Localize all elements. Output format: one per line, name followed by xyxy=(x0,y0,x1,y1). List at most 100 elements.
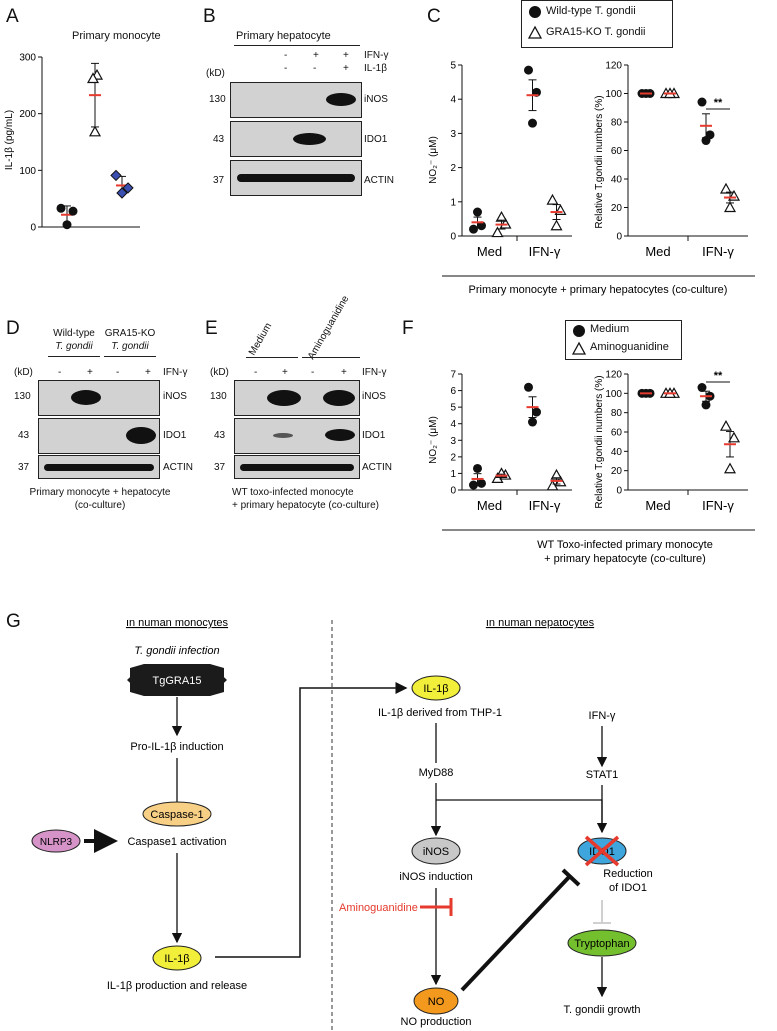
panel-d-group2-line xyxy=(104,356,156,357)
panel-g-left-header: In human monocytes xyxy=(126,620,229,629)
panel-g-infection: T. gondii infection xyxy=(134,645,219,657)
panel-g-nlrp3-label: NLRP3 xyxy=(40,837,73,848)
panel-g-no-production: NO production xyxy=(401,1016,472,1028)
panel-b-kd: (kD) xyxy=(206,68,225,79)
panel-c-caption: Primary monocyte + primary hepatocytes (… xyxy=(469,284,728,296)
panel-c-left-point xyxy=(524,65,533,75)
panel-c-chart: NO₂⁻ (μM) Relative T.gondii numbers (%) … xyxy=(428,61,755,296)
panel-g-il1b-node xyxy=(152,945,202,971)
panel-g-inhibit-no-bar xyxy=(561,868,581,887)
panel-e-kd: (kD) xyxy=(210,367,229,378)
panel-c-right-y-tick-label: 120 xyxy=(605,61,622,72)
panel-f-caption-1: WT Toxo-infected primary monocyte xyxy=(537,539,713,551)
panel-a-title: Primary monocyte xyxy=(72,30,161,42)
panel-g-ifng: IFN-γ xyxy=(589,710,616,722)
panel-g-il1b2-node xyxy=(411,675,461,701)
panel-f-left-y-tick-label: 2 xyxy=(450,452,456,463)
panel-c-right-point xyxy=(723,201,737,213)
panel-b-name-3: ACTIN xyxy=(364,175,394,186)
panel-b-name-1: iNOS xyxy=(364,94,388,105)
panel-f-legend: Medium Aminoguanidine xyxy=(565,320,682,360)
panel-f-right-ylabel: Relative T.gondii numbers (%) xyxy=(594,375,605,508)
panel-f-left-y-tick-label: 1 xyxy=(450,469,456,480)
panel-c-left-y-tick-label: 3 xyxy=(450,129,456,140)
panel-f-right-point xyxy=(701,400,711,410)
panel-e-mw-2: 43 xyxy=(214,430,226,441)
panel-a-point xyxy=(62,220,72,230)
panel-e-caption-2: + primary hepatocyte (co-culture) xyxy=(232,500,380,511)
panel-f-right-y-tick-label: 20 xyxy=(611,466,623,477)
panel-letter-d: D xyxy=(6,318,20,339)
panel-g-il1b-thp: IL-1β derived from THP-1 xyxy=(378,707,502,719)
panel-f-right-y-tick-label: 80 xyxy=(611,408,623,419)
panel-g-tryptophan-node xyxy=(567,929,637,957)
panel-c-legend: Wild-type T. gondii GRA15-KO T. gondii xyxy=(521,0,673,48)
panel-b-band-inos xyxy=(326,93,356,106)
panel-d-blot-ido1 xyxy=(38,418,160,454)
panel-a-point xyxy=(110,169,122,182)
panel-a-ylabel: IL-1β (pg/mL) xyxy=(4,110,15,170)
panel-f-left-point xyxy=(528,417,537,427)
panel-a-y-tick-label: 100 xyxy=(19,166,36,177)
panel-e-name-1: iNOS xyxy=(362,391,386,402)
panel-g-stat1: STAT1 xyxy=(586,769,619,781)
panel-b-band-ido1 xyxy=(293,133,326,145)
panel-d-mw-2: 43 xyxy=(18,430,30,441)
panel-e-name-3: ACTIN xyxy=(362,462,392,473)
panel-e-caption-1: WT toxo-infected monocyte xyxy=(232,487,354,498)
panel-e-band-inos-2 xyxy=(323,390,355,406)
panel-b-row1-label: IFN-γ xyxy=(364,50,389,61)
panel-f-left-ylabel: NO₂⁻ (μM) xyxy=(428,416,439,464)
panel-letter-c: C xyxy=(427,6,441,27)
panel-g-ido1-reduction-1: Reduction xyxy=(603,868,653,880)
panel-b-blot-actin xyxy=(230,160,362,196)
panel-f-left-y-tick-label: 5 xyxy=(450,403,456,414)
panel-b-r2-s2: - xyxy=(313,63,317,74)
panel-g-caspase-activation: Caspase1 activation xyxy=(127,836,226,848)
panel-f-right-point xyxy=(723,462,737,474)
panel-d-mw-1: 130 xyxy=(14,391,31,402)
panel-d-kd: (kD) xyxy=(14,367,33,378)
panel-g-cross-2 xyxy=(584,835,620,867)
panel-g-no-node xyxy=(413,987,459,1015)
panel-d-caption-2: (co-culture) xyxy=(74,500,126,511)
panel-f-left-y-tick-label: 4 xyxy=(450,419,456,430)
panel-e-group1: Medium xyxy=(247,321,275,358)
panel-f-right-y-tick-label: 100 xyxy=(605,389,622,400)
panel-a-point xyxy=(68,206,78,216)
panel-d-ifn: IFN-γ xyxy=(163,367,188,378)
panel-f-right-point xyxy=(697,383,707,393)
panel-c-left-point xyxy=(550,219,563,231)
panel-f-left-y-tick-label: 7 xyxy=(450,370,456,381)
panel-a-point xyxy=(116,187,128,199)
panel-c-right-y-tick-label: 100 xyxy=(605,89,622,100)
panel-c-left-point xyxy=(499,217,512,229)
panel-c-right-y-tick-label: 20 xyxy=(611,203,623,214)
panel-d-name-3: ACTIN xyxy=(163,462,193,473)
panel-e-band-ido1-1 xyxy=(273,433,293,438)
panel-f-left-x-label: IFN-γ xyxy=(529,498,561,513)
panel-d-caption-1: Primary monocyte + hepatocyte xyxy=(29,487,171,498)
panel-d-blot-inos xyxy=(38,380,160,416)
panel-b-r1-s2: + xyxy=(313,50,319,61)
panel-c-left-y-tick-label: 2 xyxy=(450,163,456,174)
panel-b-title-line xyxy=(234,45,360,46)
panel-f-right-y-tick-label: 40 xyxy=(611,447,623,458)
panel-b-mw-2: 43 xyxy=(213,134,225,145)
panel-f-chart: NO₂⁻ (μM) Relative T.gondii numbers (%) … xyxy=(428,370,755,565)
panel-g-ido1-reduction-2: of IDO1 xyxy=(609,882,647,894)
panel-e-s4: + xyxy=(341,367,347,378)
panel-g-il1b-label: IL-1β xyxy=(164,953,189,965)
panel-g-aminoguanidine: Aminoguanidine xyxy=(339,902,418,914)
panel-c-right-y-tick-label: 60 xyxy=(611,146,623,157)
panel-b-blot-ido1 xyxy=(230,121,362,157)
panel-e-mw-3: 37 xyxy=(214,462,226,473)
panel-e-ifn: IFN-γ xyxy=(362,367,387,378)
panel-b-r1-s3: + xyxy=(343,50,349,61)
panel-letter-g: G xyxy=(6,611,21,632)
panel-d-group2-line1: GRA15-KO xyxy=(104,328,156,339)
panel-g-no-label: NO xyxy=(428,996,445,1008)
panel-f-left-point xyxy=(473,463,482,473)
panel-g-il1b2-label: IL-1β xyxy=(423,683,448,695)
